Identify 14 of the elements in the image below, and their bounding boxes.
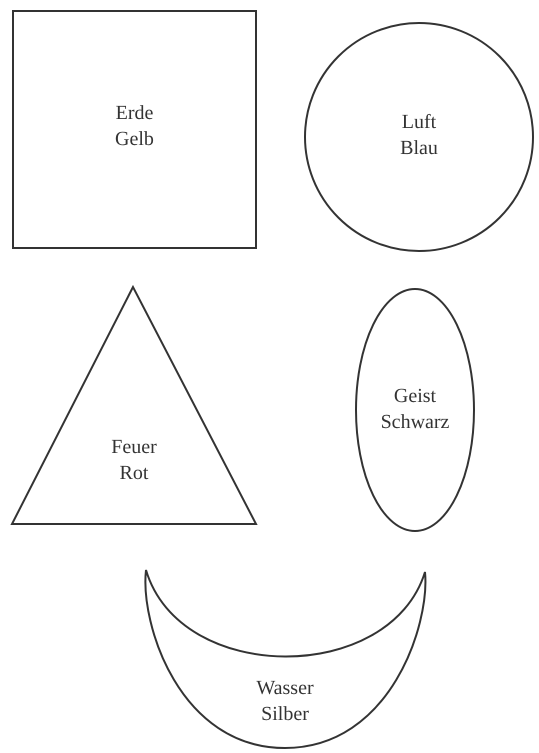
label-text: Wasser [256, 676, 314, 701]
ellipse-shape [354, 287, 476, 533]
label-text: Feuer [111, 435, 157, 460]
circle-shape [303, 21, 535, 253]
label-text: Luft [402, 110, 436, 135]
label-text: Blau [400, 136, 438, 161]
triangle-shape [10, 284, 258, 528]
label-text: Rot [120, 461, 148, 486]
label-text: Silber [261, 702, 309, 727]
label-text: Gelb [115, 127, 154, 152]
label-text: Schwarz [380, 410, 450, 435]
square-shape [12, 10, 257, 249]
label-text: Geist [394, 384, 436, 409]
label-text: Erde [116, 101, 154, 126]
